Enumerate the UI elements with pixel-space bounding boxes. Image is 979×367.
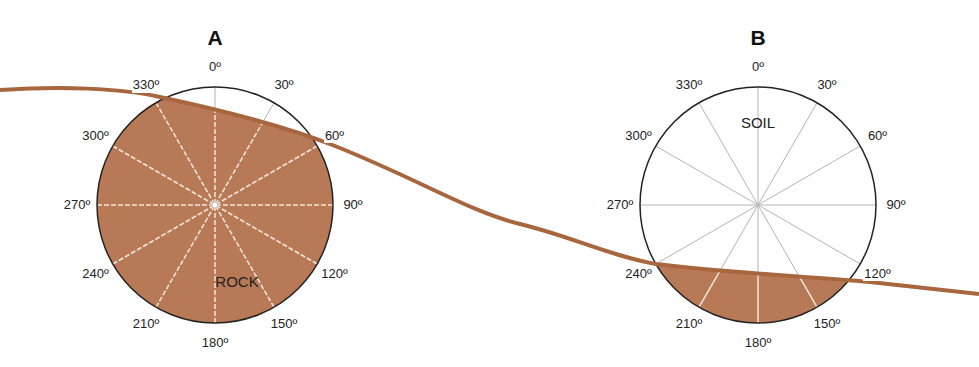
spokes xyxy=(640,87,876,323)
angle-label: 300º xyxy=(81,129,109,143)
angle-label: 90º xyxy=(342,198,363,212)
angle-label: 210º xyxy=(675,317,703,331)
angle-label: 270º xyxy=(63,198,91,212)
angle-label: 180º xyxy=(201,336,229,350)
center-dot xyxy=(212,202,218,208)
compass-outline xyxy=(97,87,333,323)
angle-label: 210º xyxy=(132,317,160,331)
region-label: SOIL xyxy=(741,115,775,132)
spoke-line xyxy=(156,103,274,307)
panel-heading: B xyxy=(750,26,765,49)
angle-label: 30º xyxy=(273,78,294,92)
spoke-line xyxy=(656,146,860,264)
angle-label: 150º xyxy=(813,317,841,331)
angle-label: 60º xyxy=(867,129,888,143)
angle-label: 120º xyxy=(863,267,891,281)
angle-label: 60º xyxy=(324,129,345,143)
angle-label: 180º xyxy=(744,336,772,350)
angle-label: 30º xyxy=(816,78,837,92)
angle-label: 120º xyxy=(320,267,348,281)
region-label: ROCK xyxy=(215,274,258,291)
spokes xyxy=(97,87,333,323)
angle-label: 330º xyxy=(132,78,160,92)
angle-label: 270º xyxy=(606,198,634,212)
angle-label: 330º xyxy=(675,78,703,92)
angle-label: 300º xyxy=(624,129,652,143)
angle-label: 240º xyxy=(81,267,109,281)
spoke-line xyxy=(656,146,860,264)
angle-label: 150º xyxy=(270,317,298,331)
compass-region: BSOIL xyxy=(640,87,876,323)
compass-region: AROCK xyxy=(97,87,333,323)
angle-label: 240º xyxy=(624,267,652,281)
compass-outline xyxy=(640,87,876,323)
ground-surface-line xyxy=(0,88,979,294)
spoke-line xyxy=(640,204,876,206)
spoke-line xyxy=(113,146,317,264)
angle-label: 0º xyxy=(751,60,765,74)
panel-heading: A xyxy=(207,26,222,49)
angle-label: 0º xyxy=(208,60,222,74)
angle-label: 90º xyxy=(885,198,906,212)
spoke-line xyxy=(156,103,274,307)
